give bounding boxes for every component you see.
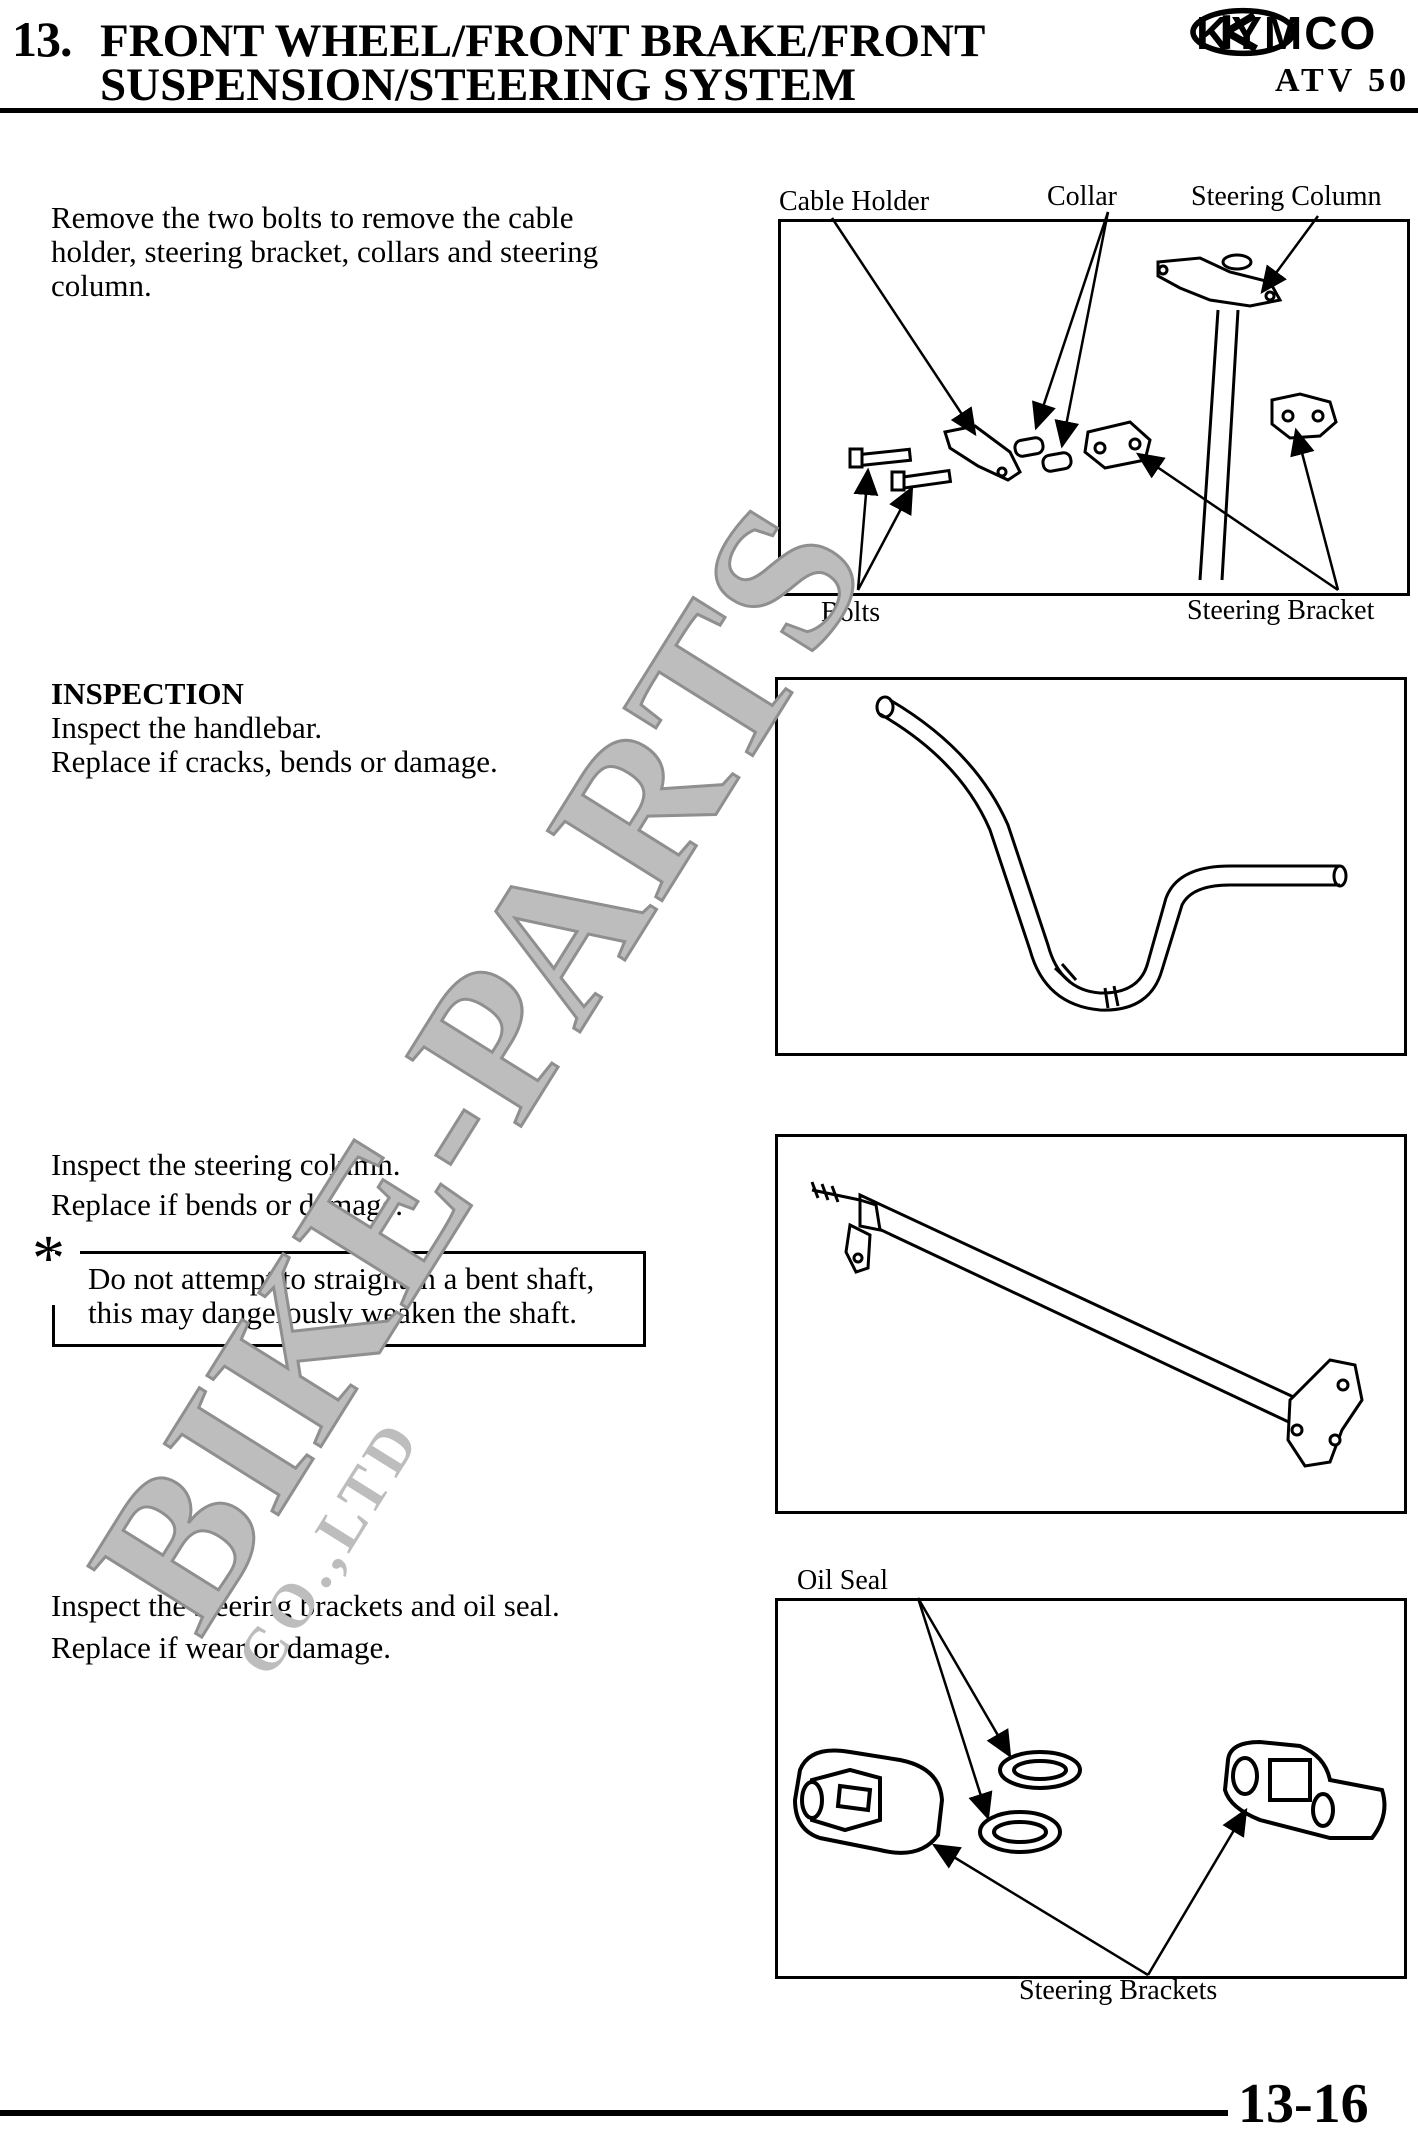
callout-oil-seal: Oil Seal (797, 1565, 888, 1596)
chapter-title-line2: SUSPENSION/STEERING SYSTEM (100, 59, 857, 111)
caution-star-icon: * (32, 1222, 65, 1295)
steering-bracket-icon (1270, 392, 1338, 440)
bolt-icon (848, 447, 953, 492)
footer-rule (0, 2110, 1228, 2116)
callout-steering-column: Steering Column (1191, 181, 1382, 212)
chapter-number: 13. (12, 11, 72, 67)
caution-note-top-rule (80, 1251, 646, 1254)
collar-icon (1013, 436, 1073, 473)
steering-column-shaft-icon (810, 1181, 1364, 1468)
steering-column-inspection-text: Inspect the steering column. Replace if … (51, 1147, 404, 1222)
section-heading-inspection: INSPECTION (51, 676, 244, 711)
brand-name: KYMCO (1196, 7, 1378, 59)
steering-column-icon (1156, 253, 1283, 581)
callout-cable-holder: Cable Holder (779, 186, 930, 217)
callout-steering-bracket: Steering Bracket (1187, 595, 1375, 626)
figure-steering-column (775, 1134, 1407, 1514)
caution-note-text: Do not attempt to straighten a bent shaf… (88, 1261, 595, 1330)
header-rule (0, 108, 1418, 113)
callout-bolts: Bolts (821, 597, 881, 628)
caution-note-gap (52, 1251, 55, 1305)
kymco-logo-icon (1190, 7, 1297, 57)
figure-handlebar (775, 677, 1407, 1056)
removal-instructions: Remove the two bolts to remove the cable… (51, 200, 599, 303)
bracket-inspection-text: Inspect the steering brackets and oil se… (51, 1588, 560, 1665)
oil-seal-icon (978, 1750, 1082, 1854)
callout-collar: Collar (1047, 181, 1117, 212)
right-steering-bracket-icon (1222, 1739, 1387, 1840)
chapter-title-line1: FRONT WHEEL/FRONT BRAKE/FRONT (100, 15, 986, 67)
page-number: 13-16 (1238, 2073, 1369, 2135)
handlebar-icon (875, 695, 1348, 1012)
callout-steering-brackets: Steering Brackets (1019, 1975, 1218, 2006)
left-steering-bracket-icon (792, 1748, 945, 1855)
cable-holder-icon (943, 424, 1022, 482)
steering-bracket-icon (1083, 420, 1152, 470)
figure-brackets-seal (775, 1598, 1407, 1979)
model-name: ATV 50 (1275, 62, 1411, 99)
figure-disassembly (778, 219, 1410, 596)
handlebar-inspection-text: Inspect the handlebar. Replace if cracks… (51, 710, 498, 779)
